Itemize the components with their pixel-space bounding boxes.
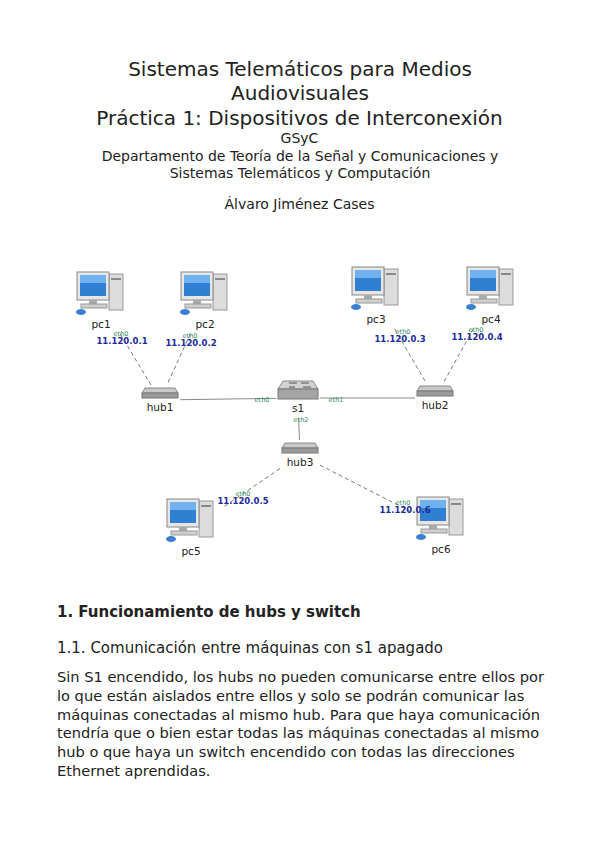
ip-address: 11.120.0.5 (217, 496, 268, 506)
device-name: s1 (276, 402, 320, 414)
device-name: hub3 (280, 456, 320, 468)
ip-address: 11.120.0.4 (451, 332, 502, 342)
pc-node: pc2 (174, 270, 236, 334)
document-title: Sistemas Telemáticos para Medios Audiovi… (80, 57, 520, 105)
device-name: pc4 (460, 313, 522, 325)
ip-address: 11.120.0.3 (374, 334, 425, 344)
author: Álvaro Jiménez Cases (0, 196, 599, 213)
device-name: pc5 (160, 545, 222, 557)
hub-node: hub2 (415, 383, 455, 413)
pc-node: pc6 (410, 495, 472, 559)
pc-icon (179, 270, 231, 318)
interface-name: eth1 (329, 396, 344, 404)
device-name: hub1 (140, 401, 180, 413)
ip-address: 11.120.0.1 (96, 336, 147, 346)
ip-address: 11.120.0.2 (165, 338, 216, 348)
department: Departamento de Teoría de la Señal y Com… (70, 148, 530, 182)
group-name: GSyC (0, 130, 599, 147)
switch-icon (277, 378, 319, 402)
switch-node: s1 (276, 378, 320, 418)
pc-icon (415, 495, 467, 543)
hub-icon (141, 385, 179, 401)
pc-icon (465, 265, 517, 313)
ip-address: 11.120.0.6 (379, 505, 430, 515)
device-name: pc1 (70, 318, 132, 330)
device-name: hub2 (415, 399, 455, 411)
network-link (320, 465, 410, 511)
interface-name: eth2 (294, 416, 309, 424)
device-name: pc3 (345, 313, 407, 325)
pc-icon (350, 265, 402, 313)
hub-node: hub1 (140, 385, 180, 415)
hub-node: hub3 (280, 440, 320, 470)
body-paragraph: Sin S1 encendido, los hubs no pueden com… (57, 668, 551, 781)
pc-icon (165, 497, 217, 545)
hub-icon (281, 440, 319, 456)
pc-node: pc4 (460, 265, 522, 329)
pc-node: pc5 (160, 497, 222, 561)
pc-icon (75, 270, 127, 318)
subsection-heading: 1.1. Comunicación entre máquinas con s1 … (57, 638, 557, 658)
interface-name: eth0 (255, 396, 270, 404)
device-name: pc2 (174, 318, 236, 330)
device-name: pc6 (410, 543, 472, 555)
hub-icon (416, 383, 454, 399)
section-heading: 1. Funcionamiento de hubs y switch (57, 602, 557, 622)
pc-node: pc3 (345, 265, 407, 329)
subtitle: Práctica 1: Dispositivos de Interconexió… (0, 106, 599, 130)
pc-node: pc1 (70, 270, 132, 334)
